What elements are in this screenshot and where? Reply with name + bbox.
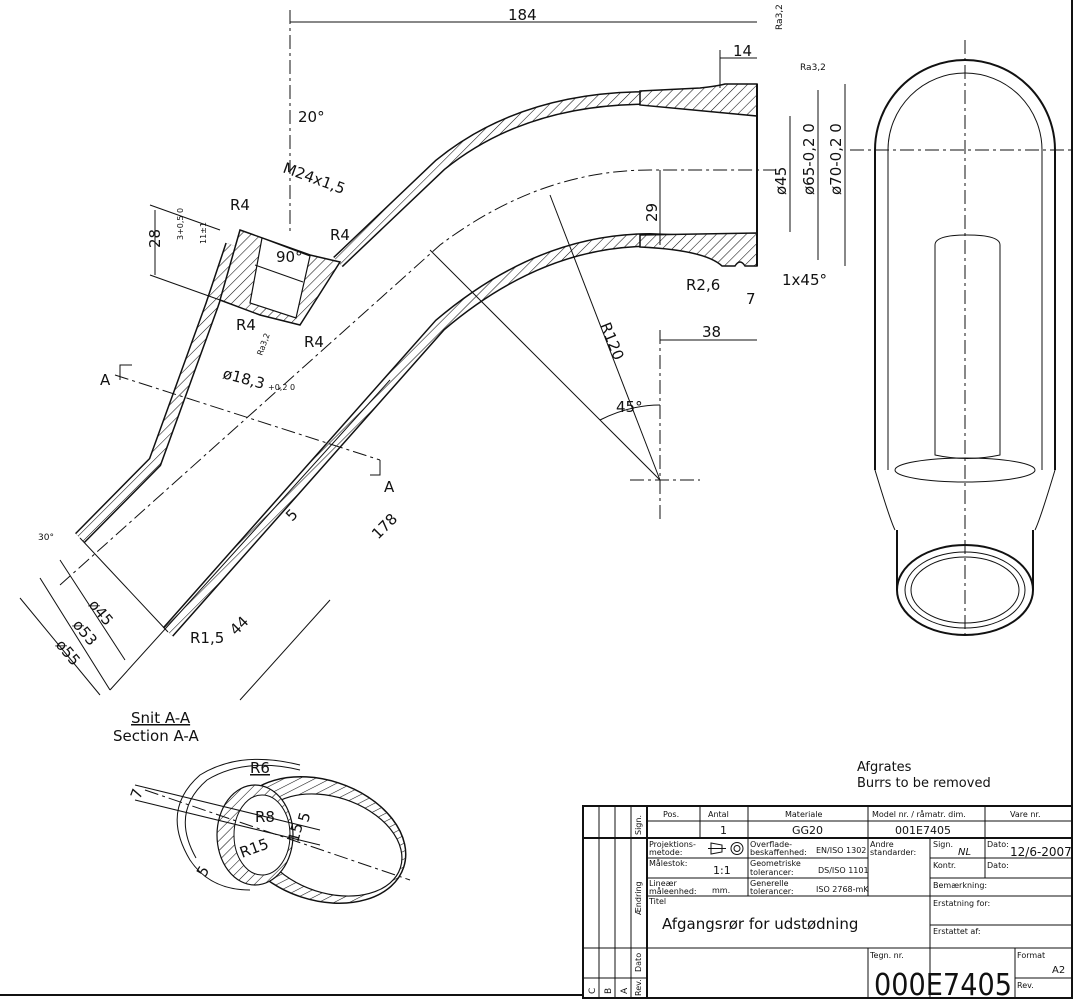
rev-letter-b: B: [604, 988, 614, 994]
dato-value: 12/6-2007: [1010, 845, 1072, 859]
generelle-value: ISO 2768-mK: [816, 885, 869, 894]
andre-label-1: Andre: [870, 840, 894, 849]
dim-44: 44: [226, 613, 252, 639]
section-mark-a-right: A: [384, 478, 395, 496]
model-value: 001E7405: [895, 824, 951, 837]
overflade-label-1: Overflade-: [750, 840, 792, 849]
dim-20deg: 20°: [298, 108, 325, 126]
dim-m24: M24x1,5: [281, 159, 348, 198]
tegn-label: Tegn. nr.: [869, 951, 904, 960]
title-block: Sign. Ændring Dato Rev. C B A Pos. Antal…: [582, 805, 1073, 1003]
section-mark-a-left: A: [100, 371, 111, 389]
dim-38: 38: [702, 323, 721, 341]
section-dim-5a: 5: [193, 863, 213, 880]
dim-178: 178: [368, 510, 401, 543]
dim-29: 29: [643, 203, 661, 222]
roughness-ra-top: Ra3,2: [775, 4, 785, 30]
dim-d18: ø18,3: [221, 364, 267, 392]
dim-7: 7: [746, 290, 756, 308]
section-dim-5b: 5: [294, 810, 314, 824]
rev-label: Rev.: [1017, 981, 1034, 990]
dato2-label: Dato:: [987, 861, 1009, 870]
malestok-value: 1:1: [713, 864, 731, 877]
geometriske-label-1: Geometriske: [750, 859, 801, 868]
format-value: A2: [1052, 965, 1065, 976]
dim-14: 14: [733, 42, 752, 60]
sign-label: Sign.: [933, 840, 953, 849]
dim-5: 5: [282, 505, 301, 524]
dim-d18-tol: +0,2 0: [268, 383, 295, 392]
rev-letter-a: A: [620, 987, 630, 994]
geometriske-value: DS/ISO 1101: [818, 866, 869, 875]
section-dim-15: 15: [284, 821, 306, 844]
generelle-label-1: Generelle: [750, 879, 789, 888]
rev-header-sign: Sign.: [634, 815, 643, 835]
materiale-value: GG20: [792, 824, 823, 837]
section-a-a-view: Snit A-A Section A-A R6 R8 R15 7 5 15 5: [113, 709, 411, 904]
kontr-label: Kontr.: [933, 861, 956, 870]
header-model: Model nr. / råmatr. dim.: [872, 809, 966, 819]
dim-28: 28: [146, 229, 164, 248]
dim-184: 184: [508, 6, 537, 24]
dim-11: 11±1: [199, 222, 208, 244]
lineaer-value: mm.: [712, 886, 730, 895]
titel-label: Titel: [648, 897, 666, 906]
dim-45deg: 45°: [616, 398, 643, 416]
erstattet-label: Erstattet af:: [933, 927, 981, 936]
bemaerkning-label: Bemærkning:: [933, 881, 987, 890]
dim-3-tol: 3+0,5 0: [176, 208, 185, 240]
dim-r4-d: R4: [304, 333, 324, 351]
dimension-labels: 184 14 Ra3,2 Ra3,2 20° M24x1,5 R4 R4 R4 …: [38, 4, 845, 669]
dim-r4-c: R4: [236, 316, 256, 334]
section-dim-7: 7: [127, 786, 147, 801]
section-r8: R8: [255, 808, 275, 826]
dim-1x45: 1x45°: [782, 271, 827, 289]
dim-d65: ø65-0,2 0: [800, 123, 818, 195]
erstatning-label: Erstatning for:: [933, 899, 990, 908]
projektion-label-1: Projektions-: [649, 840, 696, 849]
projektion-label-2: metode:: [649, 848, 682, 857]
antal-value: 1: [720, 824, 727, 837]
dim-r4-b: R4: [330, 226, 350, 244]
header-antal: Antal: [708, 810, 729, 819]
dim-d45-end: ø45: [772, 167, 790, 195]
drawing-number: 000E7405: [874, 968, 1012, 1003]
projection-method-icon: [708, 842, 744, 855]
header-pos: Pos.: [663, 810, 679, 819]
rev-header-dato: Dato: [634, 953, 643, 972]
dim-r4-a: R4: [230, 196, 250, 214]
andre-label-2: standarder:: [870, 848, 916, 857]
dim-r26: R2,6: [686, 276, 720, 294]
overflade-label-2: beskaffenhed:: [750, 848, 807, 857]
dato-label: Dato:: [987, 840, 1009, 849]
lineaer-label-2: måleenhed:: [649, 886, 697, 896]
roughness-ra-bore: Ra3,2: [255, 332, 271, 357]
note-line-2: Burrs to be removed: [857, 776, 991, 791]
header-vare: Vare nr.: [1010, 810, 1041, 819]
roughness-ra-flange: Ra3,2: [800, 63, 826, 73]
dim-90deg: 90°: [276, 248, 303, 266]
section-r6: R6: [250, 759, 270, 777]
main-section-view: [19, 10, 846, 701]
rev-header-aendring: Ændring: [634, 881, 643, 915]
dim-d70: ø70-0,2 0: [827, 123, 845, 195]
section-title: Snit A-A: [131, 709, 191, 727]
dim-r120: R120: [596, 320, 627, 363]
geometriske-label-2: tolerancer:: [750, 868, 794, 877]
rev-header-rev: Rev.: [634, 979, 643, 996]
rev-letter-c: C: [588, 988, 598, 994]
format-label: Format: [1017, 951, 1045, 960]
header-materiale: Materiale: [785, 810, 823, 819]
note-line-1: Afgrates: [857, 760, 912, 775]
drawing-title: Afgangsrør for udstødning: [662, 915, 858, 933]
sign-value: NL: [958, 847, 971, 858]
section-subtitle: Section A-A: [113, 727, 200, 745]
malestok-label: Målestok:: [649, 858, 687, 868]
side-view: [850, 40, 1075, 640]
dim-30deg: 30°: [38, 533, 54, 543]
lineaer-label-1: Lineær: [649, 879, 678, 888]
dim-r1-5: R1,5: [190, 629, 224, 647]
generelle-label-2: tolerancer:: [750, 887, 794, 896]
overflade-value: EN/ISO 1302: [816, 846, 866, 855]
